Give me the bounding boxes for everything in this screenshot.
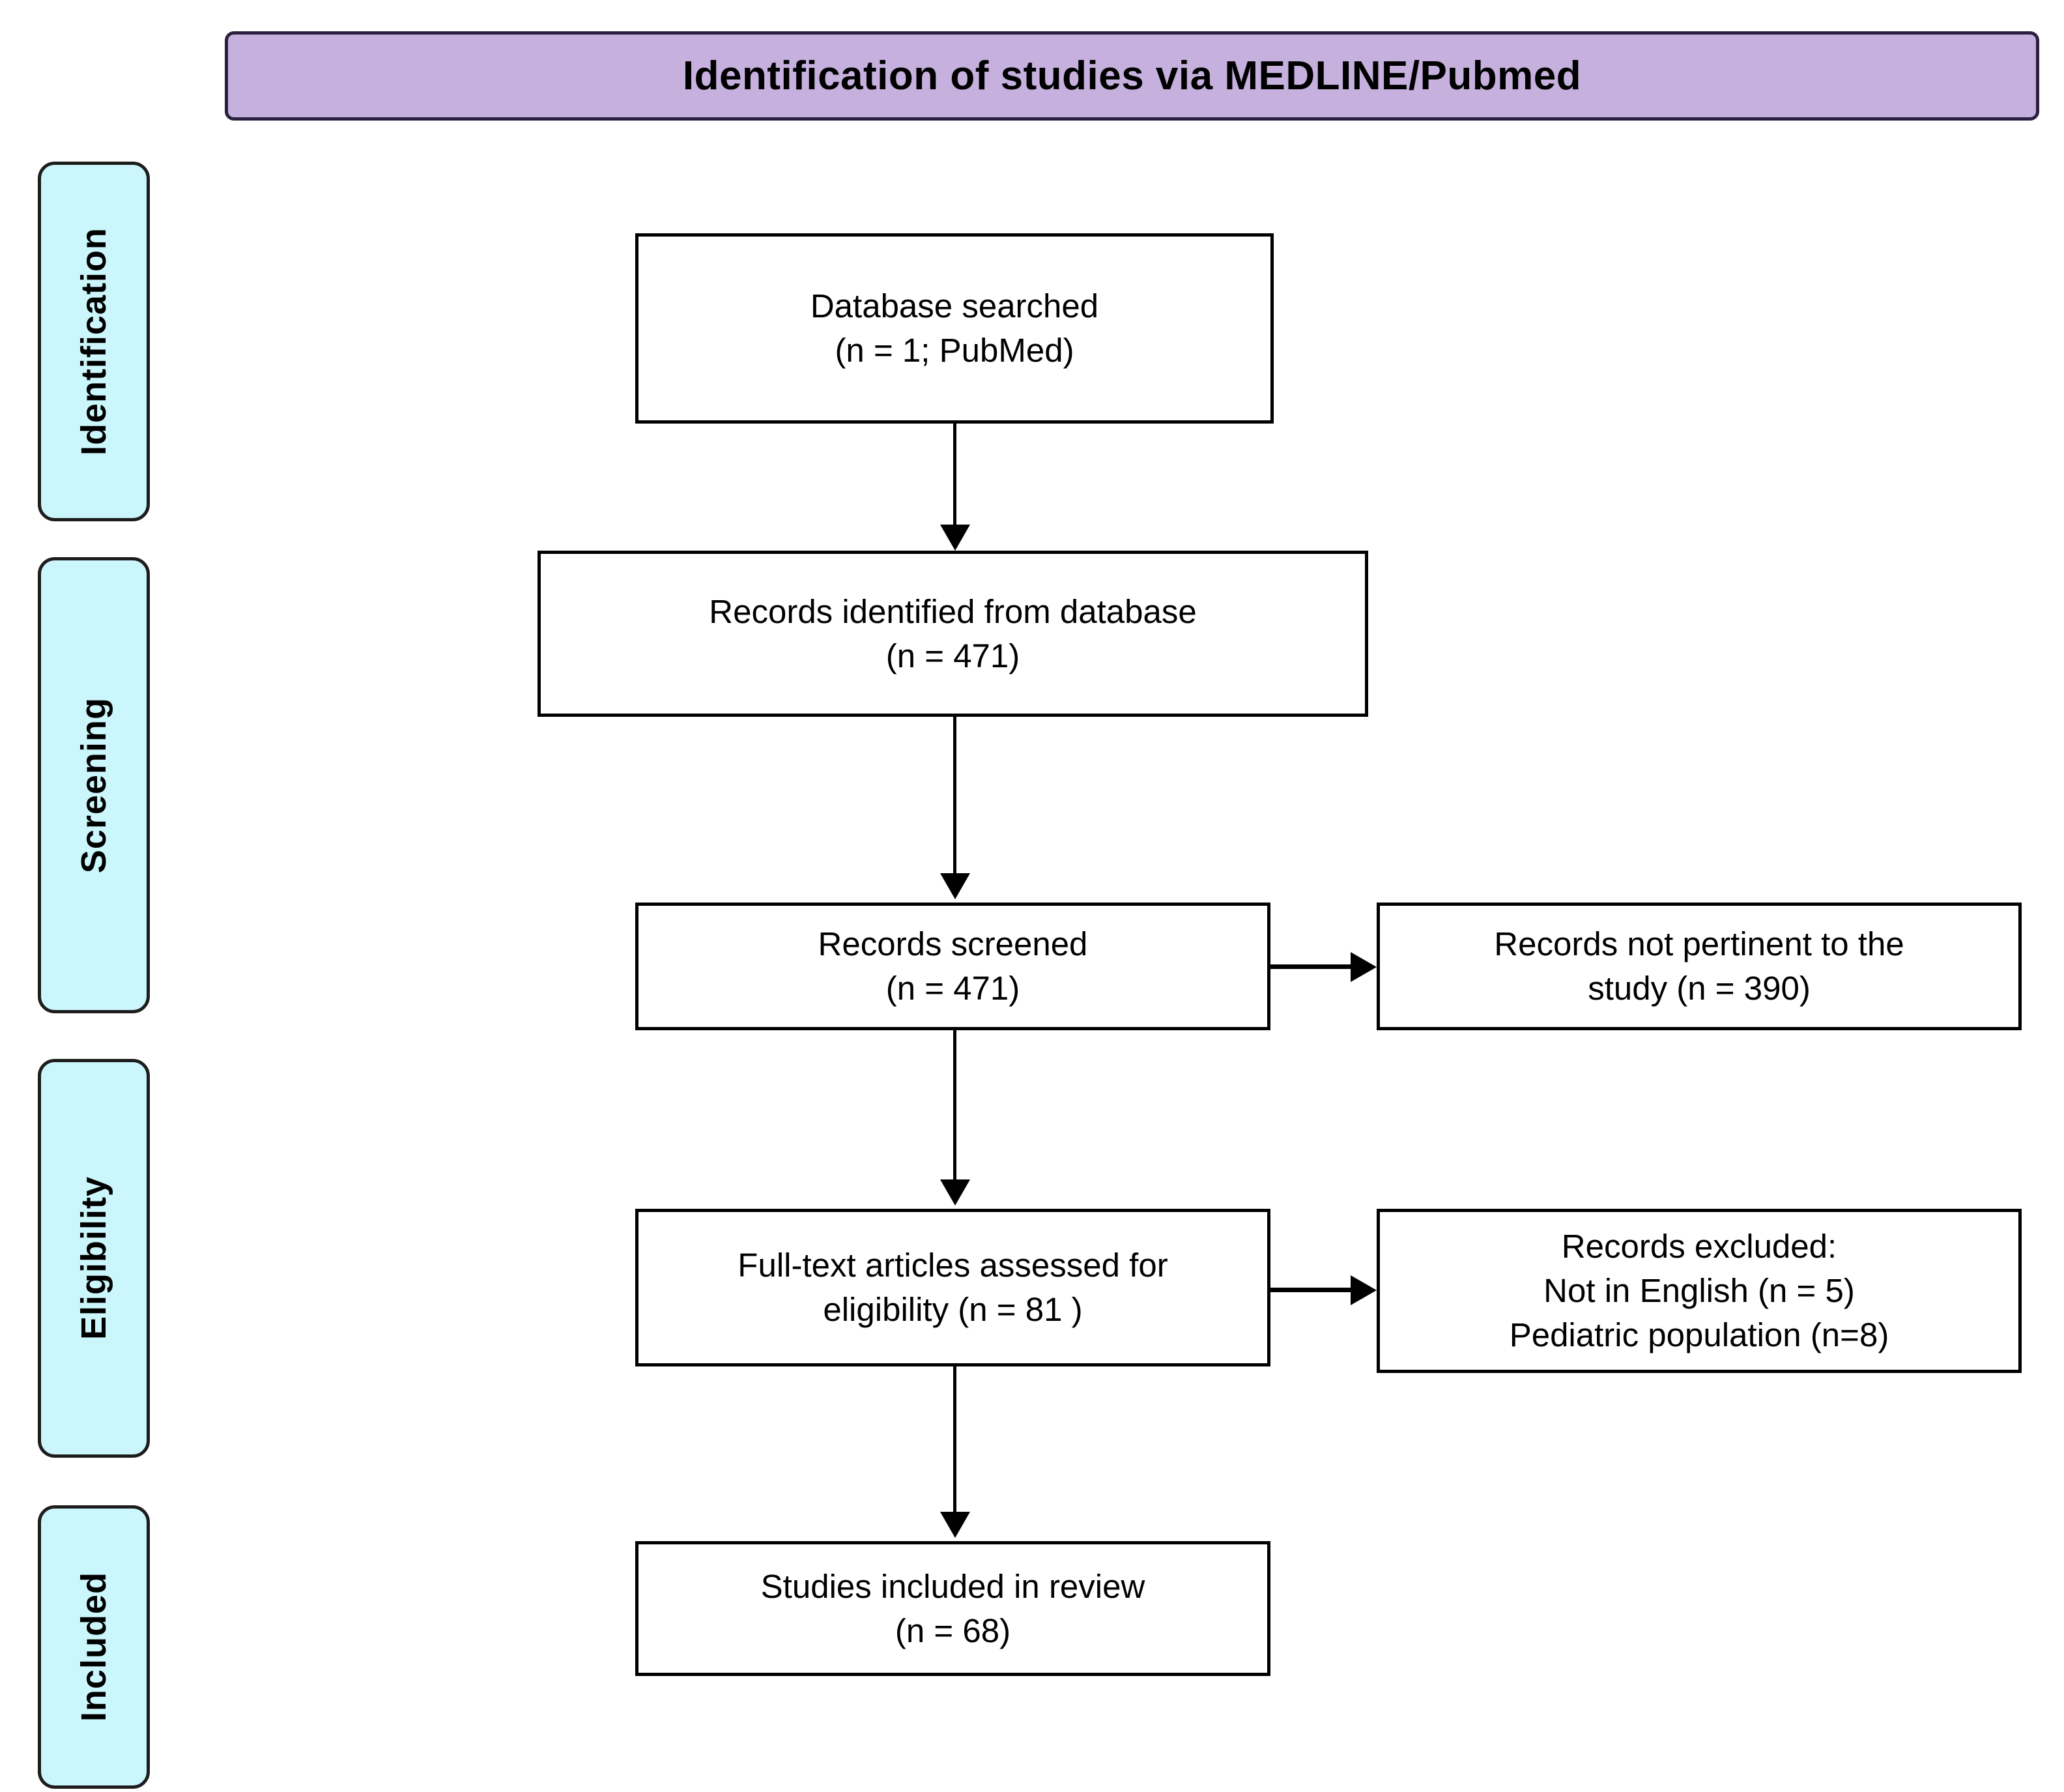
node-records-not-pertinent-line1: Records not pertinent to the (1494, 925, 1904, 963)
node-records-screened: Records screened (n = 471) (635, 903, 1270, 1030)
diagram-header-banner: Identification of studies via MEDLINE/Pu… (225, 31, 2039, 121)
node-studies-included-line2: (n = 68) (895, 1611, 1011, 1649)
node-records-excluded-line1: Records excluded: (1561, 1228, 1837, 1265)
page-title: Identification of studies via MEDLINE/Pu… (682, 53, 1582, 98)
stage-label-identification: Identification (74, 227, 113, 455)
node-records-screened-line1: Records screened (818, 925, 1088, 963)
connector-identified-to-screened (953, 717, 956, 876)
node-studies-included-line1: Studies included in review (760, 1567, 1145, 1605)
node-records-not-pertinent-line2: study (n = 390) (1588, 970, 1811, 1007)
stage-label-screening: Screening (74, 697, 113, 874)
arrow-down-icon-screened-to-fulltext (940, 1179, 970, 1206)
arrow-down-icon-database-to-identified (940, 525, 970, 551)
node-full-text-assessed-line2: eligibility (n = 81 ) (823, 1291, 1083, 1328)
node-studies-included: Studies included in review (n = 68) (635, 1541, 1270, 1676)
node-database-searched: Database searched (n = 1; PubMed) (635, 233, 1274, 424)
stage-chip-screening: Screening (38, 557, 150, 1013)
connector-screened-to-fulltext (953, 1030, 956, 1183)
stage-chip-eligibility: Eligibility (38, 1059, 150, 1458)
node-full-text-assessed-line1: Full-text articles assessed for (738, 1247, 1168, 1284)
node-records-identified-line1: Records identified from database (709, 592, 1197, 630)
connector-fulltext-to-excluded (1270, 1288, 1352, 1292)
node-records-not-pertinent: Records not pertinent to the study (n = … (1377, 903, 2022, 1030)
connector-screened-to-notpertinent (1270, 964, 1352, 969)
connector-fulltext-to-included (953, 1366, 956, 1515)
node-records-excluded-line2: Not in English (n = 5) (1543, 1272, 1855, 1310)
stage-label-eligibility: Eligibility (74, 1176, 113, 1340)
node-records-identified: Records identified from database (n = 47… (538, 551, 1368, 717)
node-records-screened-line2: (n = 471) (885, 970, 1020, 1007)
arrow-right-icon-fulltext-to-excluded (1351, 1275, 1377, 1305)
node-full-text-assessed: Full-text articles assessed for eligibil… (635, 1209, 1270, 1366)
arrow-down-icon-fulltext-to-included (940, 1512, 970, 1538)
node-records-identified-line2: (n = 471) (885, 637, 1020, 674)
connector-database-to-identified (953, 424, 956, 528)
stage-label-included: Included (74, 1572, 113, 1722)
node-records-excluded: Records excluded: Not in English (n = 5)… (1377, 1209, 2022, 1373)
stage-chip-identification: Identification (38, 162, 150, 521)
node-database-searched-line1: Database searched (810, 287, 1099, 325)
arrow-right-icon-screened-to-notpertinent (1351, 952, 1377, 982)
stage-chip-included: Included (38, 1505, 150, 1789)
node-records-excluded-line3: Pediatric population (n=8) (1509, 1316, 1889, 1353)
node-database-searched-line2: (n = 1; PubMed) (835, 332, 1074, 369)
arrow-down-icon-identified-to-screened (940, 873, 970, 899)
